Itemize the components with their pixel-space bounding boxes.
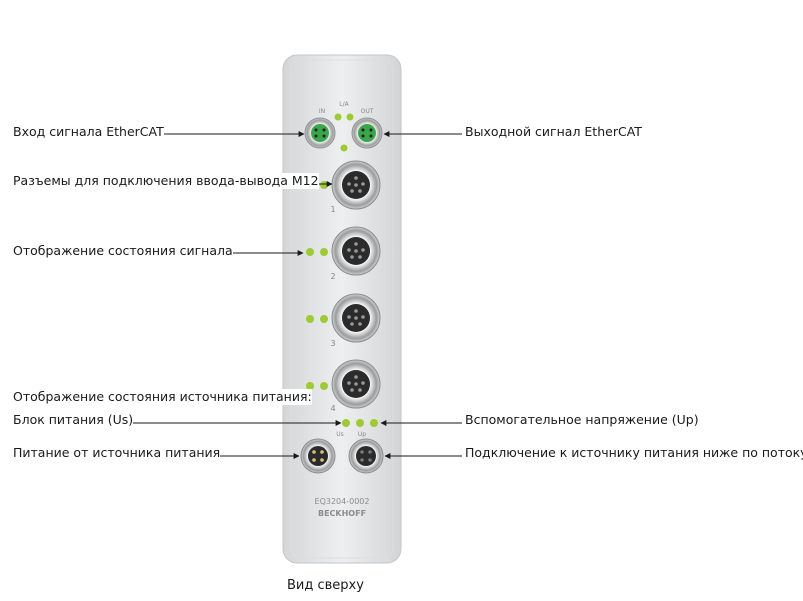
la-led xyxy=(346,113,354,121)
label-power-us: Блок питания (Us) xyxy=(13,412,134,428)
up-mark: Up xyxy=(358,431,366,438)
model-number: EQ3204-0002 xyxy=(315,497,370,506)
signal-led xyxy=(306,315,314,323)
us-mark: Us xyxy=(336,431,344,438)
port-number-1: 1 xyxy=(330,205,335,214)
la-led xyxy=(334,113,342,121)
m12-connector-4 xyxy=(331,359,381,409)
label-m12-connectors: Разъемы для подключения ввода-вывода M12 xyxy=(13,173,319,189)
ethercat-out-connector xyxy=(351,117,383,149)
signal-led xyxy=(306,382,314,390)
m12-connector-1 xyxy=(331,160,381,210)
port-number-3: 3 xyxy=(330,339,335,348)
label-power-feed: Питание от источника питания xyxy=(13,445,221,461)
signal-led xyxy=(320,382,328,390)
label-ethercat-in: Вход сигнала EtherCAT xyxy=(13,124,164,140)
label-downstream: Подключение к источнику питания ниже по … xyxy=(465,445,803,461)
power-in-connector xyxy=(300,438,336,474)
in-mark: IN xyxy=(319,108,325,115)
label-ethercat-out: Выходной сигнал EtherCAT xyxy=(465,124,642,140)
port-number-2: 2 xyxy=(330,272,335,281)
signal-led xyxy=(320,248,328,256)
us-led xyxy=(342,419,350,427)
up-led xyxy=(370,419,378,427)
signal-led xyxy=(320,315,328,323)
label-signal-status: Отображение состояния сигнала xyxy=(13,243,233,259)
signal-led xyxy=(306,248,314,256)
la-mark: L/A xyxy=(339,101,349,108)
caption-top-view: Вид сверху xyxy=(287,578,364,593)
run-led xyxy=(340,144,348,152)
port-number-4: 4 xyxy=(330,404,335,413)
m12-connector-2 xyxy=(331,226,381,276)
m12-connector-3 xyxy=(331,293,381,343)
label-aux-voltage: Вспомогательное напряжение (Up) xyxy=(465,412,699,428)
out-mark: OUT xyxy=(361,108,374,115)
ethercat-in-connector xyxy=(304,117,336,149)
label-power-status: Отображение состояния источника питания: xyxy=(13,389,312,405)
power-out-connector xyxy=(348,438,384,474)
brand-logo: BECKHOFF xyxy=(318,509,366,518)
signal-led xyxy=(320,181,328,189)
up-led xyxy=(356,419,364,427)
